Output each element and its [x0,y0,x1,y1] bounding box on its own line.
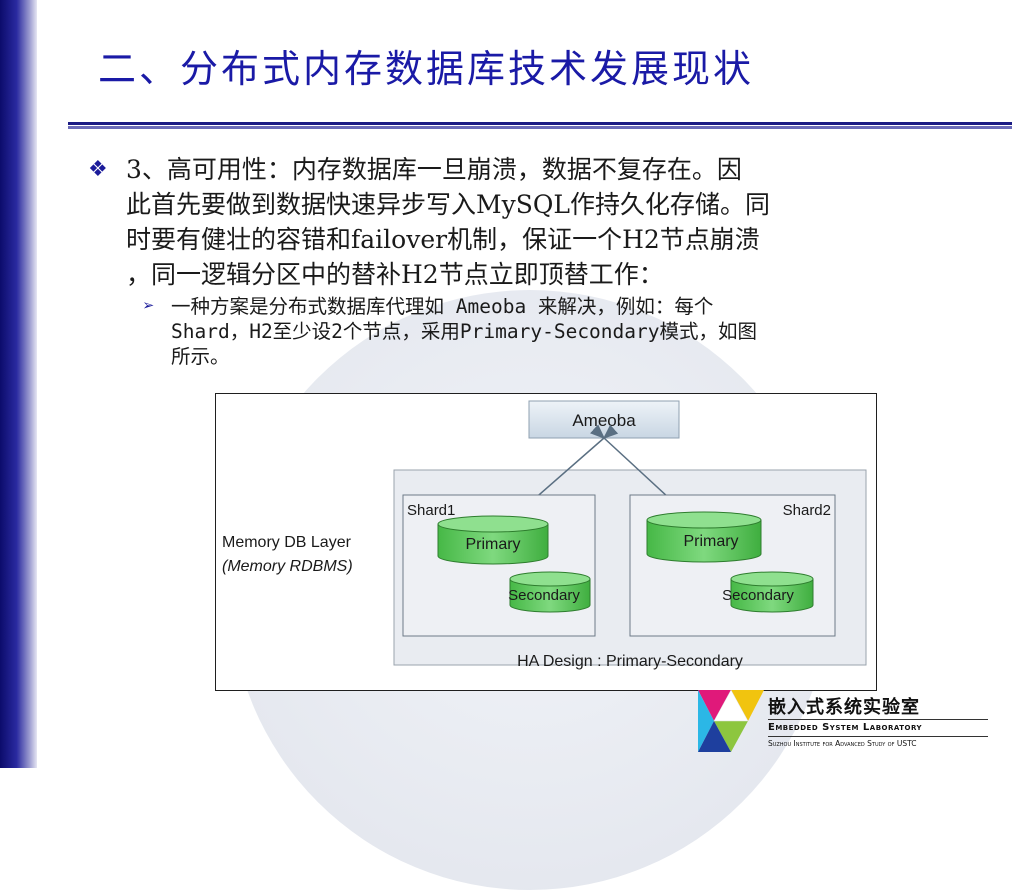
shard2-label: Shard2 [783,502,831,519]
logo-divider-2 [768,736,988,737]
bullet-text-line: 时要有健壮的容错和failover机制，保证一个H2节点崩溃 [126,225,760,254]
lab-subname-en: Suzhou Institute for Advanced Study of U… [768,739,917,748]
shard1-secondary-db [509,579,591,613]
diagram-caption: HA Design : Primary-Secondary [517,653,743,670]
layer-label: Memory DB Layer [222,534,352,551]
layer-sublabel: (Memory RDBMS) [222,558,353,575]
bullet-text-line: 3、高可用性：内存数据库一旦崩溃，数据不复存在。因 [126,155,742,184]
diamond-bullet-icon: ❖ [88,157,108,182]
logo-divider [768,719,988,720]
ha-design-diagram: Ameoba Memory DB Layer (Memory RDBMS) Sh… [215,393,877,691]
sub-bullet-text-line: 一种方案是分布式数据库代理如 Ameoba 来解决，例如：每个 [171,295,714,318]
shard1-primary-db-top [437,515,549,533]
shard1-secondary-db-top [509,571,591,587]
shard2-primary-db-top [646,511,762,529]
shard1-secondary-label: Secondary [508,587,580,604]
sub-bullet-text-line: 所示。 [171,345,230,368]
shard2-primary-label: Primary [683,533,738,550]
title-divider [68,122,1012,125]
shard2-secondary-db [730,579,814,613]
shard1-primary-label: Primary [465,536,520,553]
bullet-text-line: 此首先要做到数据快速异步写入MySQL作持久化存储。同 [126,190,770,219]
sub-bullet-text-line: Shard，H2至少设2个节点，采用Primary-Secondary模式，如图 [171,320,757,343]
left-accent-bar [0,0,37,768]
lab-logo [698,689,1016,756]
title-divider-shadow [68,126,1012,129]
slide-title: 二、分布式内存数据库技术发展现状 [98,47,755,91]
lab-logo-mark [698,689,764,752]
lab-name-cn: 嵌入式系统实验室 [768,697,920,718]
shard2-secondary-label: Secondary [722,587,794,604]
arrow-bullet-icon: ➢ [143,295,155,317]
shard1-label: Shard1 [407,502,455,519]
content-area: ❖ 3、高可用性：内存数据库一旦崩溃，数据不复存在。因 此首先要做到数据快速异步… [88,152,968,369]
shard2-primary-db [646,520,762,563]
ameoba-node-label: Ameoba [572,411,636,430]
bullet-item: ❖ 3、高可用性：内存数据库一旦崩溃，数据不复存在。因 此首先要做到数据快速异步… [88,152,968,292]
shard1-primary-db [437,524,549,565]
lab-name-en: Embedded System Laboratory [768,722,923,733]
sub-bullet-item: ➢ 一种方案是分布式数据库代理如 Ameoba 来解决，例如：每个 Shard，… [143,294,968,369]
bullet-text-line: ，同一逻辑分区中的替补H2节点立即顶替工作： [126,260,664,289]
shard2-secondary-db-top [730,571,814,587]
